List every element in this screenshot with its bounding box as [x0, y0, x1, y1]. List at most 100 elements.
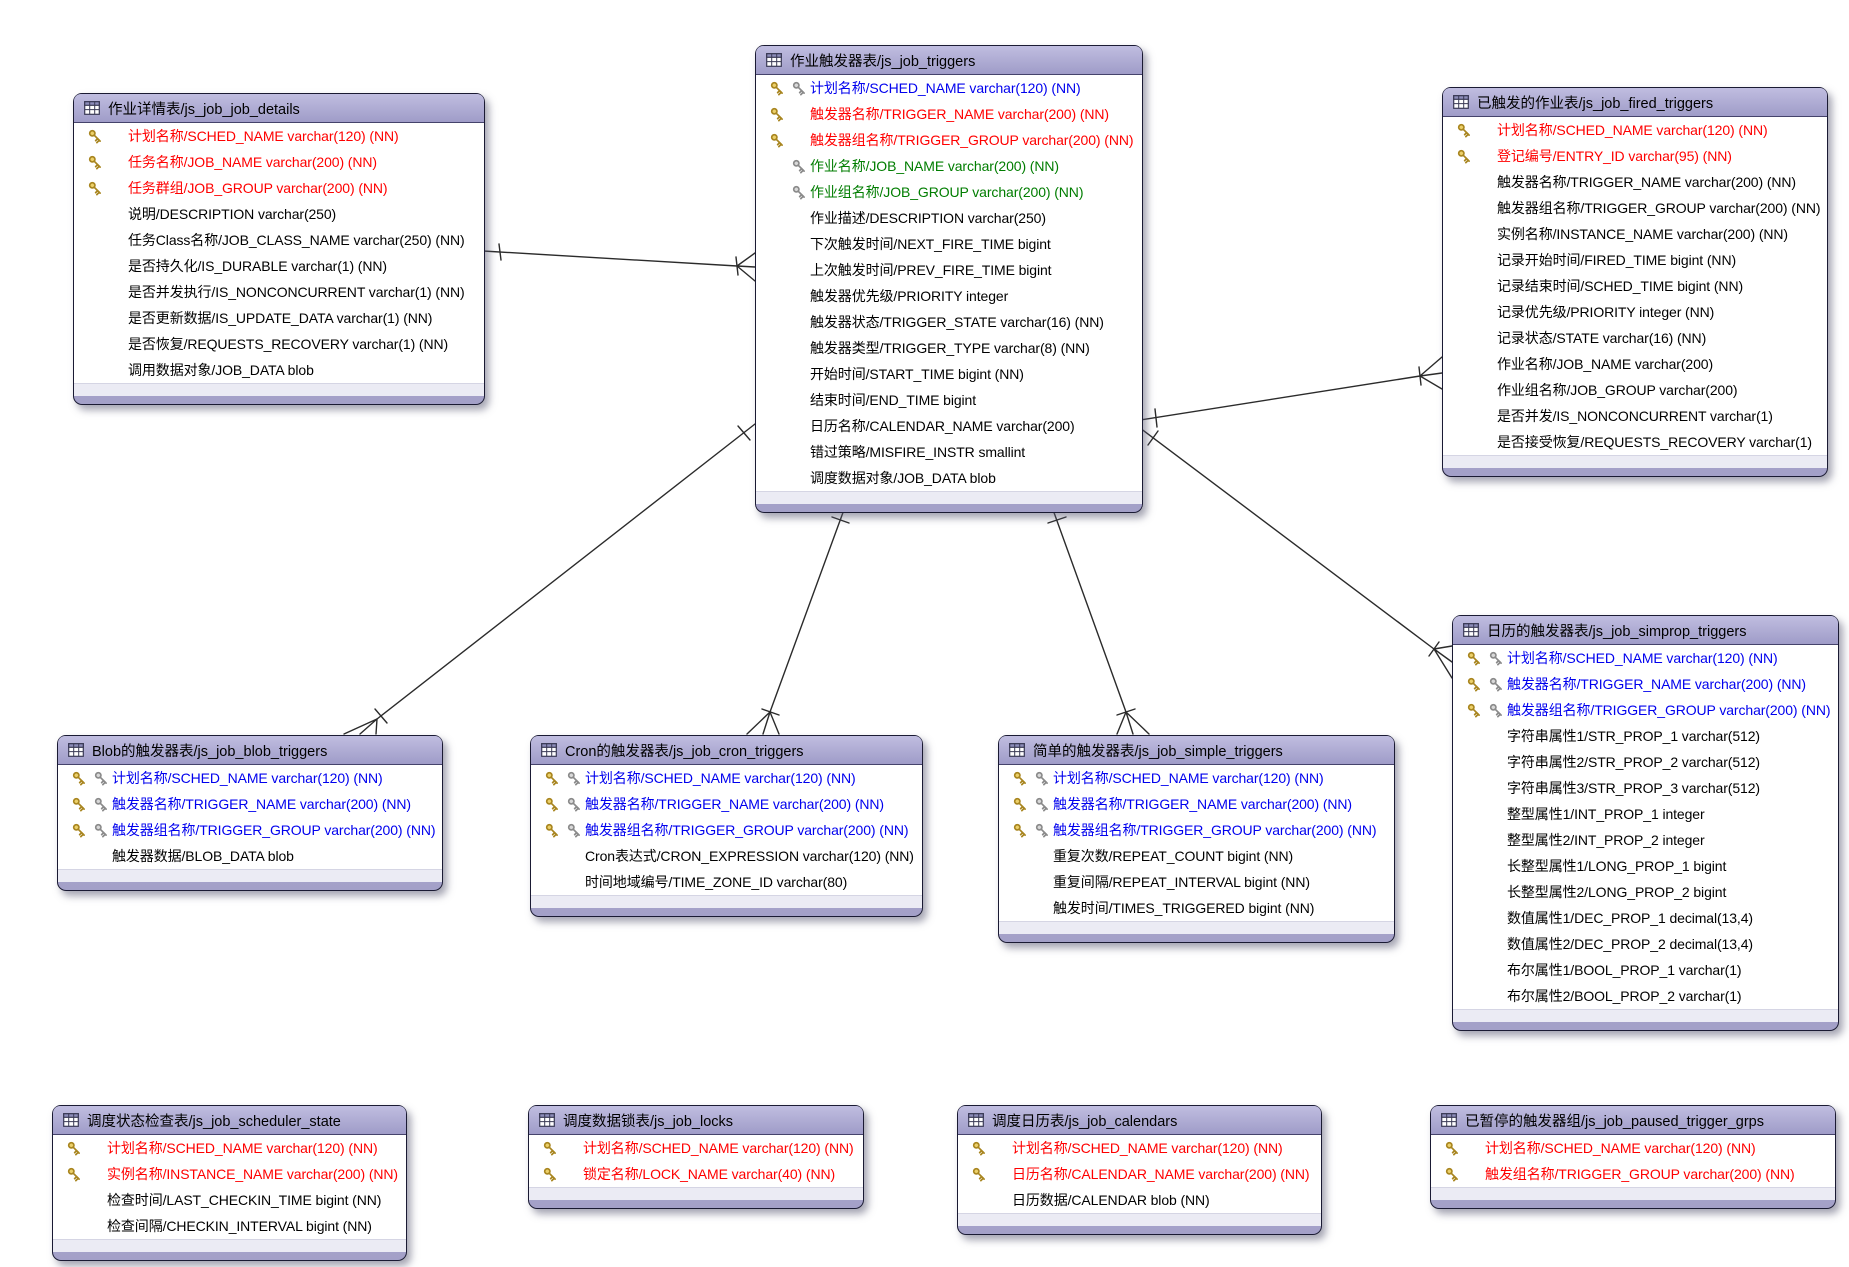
table-header[interactable]: 调度数据锁表/js_job_locks — [529, 1106, 863, 1135]
field-row[interactable]: 触发器名称/TRIGGER_NAME varchar(200) (NN) — [1443, 169, 1827, 195]
field-row[interactable]: 计划名称/SCHED_NAME varchar(120) (NN) — [74, 123, 484, 149]
field-row[interactable]: 作业描述/DESCRIPTION varchar(250) — [756, 205, 1142, 231]
field-row[interactable]: 长整型属性1/LONG_PROP_1 bigint — [1453, 853, 1838, 879]
table-header[interactable]: 已触发的作业表/js_job_fired_triggers — [1443, 88, 1827, 117]
field-row[interactable]: 任务名称/JOB_NAME varchar(200) (NN) — [74, 149, 484, 175]
field-row[interactable]: 计划名称/SCHED_NAME varchar(120) (NN) — [58, 765, 442, 791]
field-row[interactable]: 布尔属性2/BOOL_PROP_2 varchar(1) — [1453, 983, 1838, 1009]
field-row[interactable]: 调用数据对象/JOB_DATA blob — [74, 357, 484, 383]
field-row[interactable]: 是否接受恢复/REQUESTS_RECOVERY varchar(1) — [1443, 429, 1827, 455]
field-row[interactable]: 触发器状态/TRIGGER_STATE varchar(16) (NN) — [756, 309, 1142, 335]
field-row[interactable]: 任务群组/JOB_GROUP varchar(200) (NN) — [74, 175, 484, 201]
field-row[interactable]: 检查间隔/CHECKIN_INTERVAL bigint (NN) — [53, 1213, 406, 1239]
table-header[interactable]: Cron的触发器表/js_job_cron_triggers — [531, 736, 922, 765]
field-row[interactable]: 计划名称/SCHED_NAME varchar(120) (NN) — [958, 1135, 1321, 1161]
field-row[interactable]: 日历名称/CALENDAR_NAME varchar(200) (NN) — [958, 1161, 1321, 1187]
field-row[interactable]: 计划名称/SCHED_NAME varchar(120) (NN) — [999, 765, 1394, 791]
field-row[interactable]: 日历数据/CALENDAR blob (NN) — [958, 1187, 1321, 1213]
field-row[interactable]: 触发器类型/TRIGGER_TYPE varchar(8) (NN) — [756, 335, 1142, 361]
field-row[interactable]: 作业组名称/JOB_GROUP varchar(200) (NN) — [756, 179, 1142, 205]
field-row[interactable]: 触发时间/TIMES_TRIGGERED bigint (NN) — [999, 895, 1394, 921]
table-header[interactable]: 日历的触发器表/js_job_simprop_triggers — [1453, 616, 1838, 645]
table-header[interactable]: 已暂停的触发器组/js_job_paused_trigger_grps — [1431, 1106, 1835, 1135]
field-row[interactable]: 上次触发时间/PREV_FIRE_TIME bigint — [756, 257, 1142, 283]
field-row[interactable]: 触发器组名称/TRIGGER_GROUP varchar(200) (NN) — [1453, 697, 1838, 723]
field-row[interactable]: 记录结束时间/SCHED_TIME bigint (NN) — [1443, 273, 1827, 299]
field-row[interactable]: 触发器组名称/TRIGGER_GROUP varchar(200) (NN) — [1443, 195, 1827, 221]
field-row[interactable]: 数值属性2/DEC_PROP_2 decimal(13,4) — [1453, 931, 1838, 957]
field-row[interactable]: 记录开始时间/FIRED_TIME bigint (NN) — [1443, 247, 1827, 273]
field-row[interactable]: 触发器名称/TRIGGER_NAME varchar(200) (NN) — [531, 791, 922, 817]
field-row[interactable]: 是否更新数据/IS_UPDATE_DATA varchar(1) (NN) — [74, 305, 484, 331]
table-header[interactable]: 调度日历表/js_job_calendars — [958, 1106, 1321, 1135]
field-row[interactable]: 实例名称/INSTANCE_NAME varchar(200) (NN) — [1443, 221, 1827, 247]
field-row[interactable]: 计划名称/SCHED_NAME varchar(120) (NN) — [756, 75, 1142, 101]
field-row[interactable]: 触发器组名称/TRIGGER_GROUP varchar(200) (NN) — [531, 817, 922, 843]
table-header[interactable]: Blob的触发器表/js_job_blob_triggers — [58, 736, 442, 765]
table-header[interactable]: 作业触发器表/js_job_triggers — [756, 46, 1142, 75]
field-row[interactable]: 调度数据对象/JOB_DATA blob — [756, 465, 1142, 491]
field-row[interactable]: 下次触发时间/NEXT_FIRE_TIME bigint — [756, 231, 1142, 257]
field-row[interactable]: 开始时间/START_TIME bigint (NN) — [756, 361, 1142, 387]
field-row[interactable]: 说明/DESCRIPTION varchar(250) — [74, 201, 484, 227]
field-row[interactable]: 记录优先级/PRIORITY integer (NN) — [1443, 299, 1827, 325]
field-row[interactable]: 时间地域编号/TIME_ZONE_ID varchar(80) — [531, 869, 922, 895]
field-row[interactable]: Cron表达式/CRON_EXPRESSION varchar(120) (NN… — [531, 843, 922, 869]
field-row[interactable]: 触发器名称/TRIGGER_NAME varchar(200) (NN) — [58, 791, 442, 817]
field-row[interactable]: 字符串属性2/STR_PROP_2 varchar(512) — [1453, 749, 1838, 775]
field-row[interactable]: 结束时间/END_TIME bigint — [756, 387, 1142, 413]
field-row[interactable]: 实例名称/INSTANCE_NAME varchar(200) (NN) — [53, 1161, 406, 1187]
field-row[interactable]: 是否持久化/IS_DURABLE varchar(1) (NN) — [74, 253, 484, 279]
field-row[interactable]: 触发器组名称/TRIGGER_GROUP varchar(200) (NN) — [999, 817, 1394, 843]
field-row[interactable]: 数值属性1/DEC_PROP_1 decimal(13,4) — [1453, 905, 1838, 931]
field-row[interactable]: 作业组名称/JOB_GROUP varchar(200) — [1443, 377, 1827, 403]
field-row[interactable]: 触发器组名称/TRIGGER_GROUP varchar(200) (NN) — [756, 127, 1142, 153]
field-row[interactable]: 触发器数据/BLOB_DATA blob — [58, 843, 442, 869]
field-row[interactable]: 计划名称/SCHED_NAME varchar(120) (NN) — [529, 1135, 863, 1161]
table-header[interactable]: 调度状态检查表/js_job_scheduler_state — [53, 1106, 406, 1135]
field-row[interactable]: 计划名称/SCHED_NAME varchar(120) (NN) — [1431, 1135, 1835, 1161]
field-row[interactable]: 重复次数/REPEAT_COUNT bigint (NN) — [999, 843, 1394, 869]
field-row[interactable]: 计划名称/SCHED_NAME varchar(120) (NN) — [1453, 645, 1838, 671]
field-row[interactable]: 触发器名称/TRIGGER_NAME varchar(200) (NN) — [756, 101, 1142, 127]
field-row[interactable]: 作业名称/JOB_NAME varchar(200) (NN) — [756, 153, 1142, 179]
field-row[interactable]: 布尔属性1/BOOL_PROP_1 varchar(1) — [1453, 957, 1838, 983]
field-row[interactable]: 记录状态/STATE varchar(16) (NN) — [1443, 325, 1827, 351]
field-row[interactable]: 是否恢复/REQUESTS_RECOVERY varchar(1) (NN) — [74, 331, 484, 357]
field-row[interactable]: 日历名称/CALENDAR_NAME varchar(200) — [756, 413, 1142, 439]
field-row[interactable]: 触发器名称/TRIGGER_NAME varchar(200) (NN) — [1453, 671, 1838, 697]
field-row[interactable]: 锁定名称/LOCK_NAME varchar(40) (NN) — [529, 1161, 863, 1187]
field-row[interactable]: 作业名称/JOB_NAME varchar(200) — [1443, 351, 1827, 377]
field-row[interactable]: 是否并发/IS_NONCONCURRENT varchar(1) — [1443, 403, 1827, 429]
field-row[interactable]: 长整型属性2/LONG_PROP_2 bigint — [1453, 879, 1838, 905]
table-header[interactable]: 作业详情表/js_job_job_details — [74, 94, 484, 123]
field-row[interactable]: 检查时间/LAST_CHECKIN_TIME bigint (NN) — [53, 1187, 406, 1213]
field-row[interactable]: 错过策略/MISFIRE_INSTR smallint — [756, 439, 1142, 465]
field-row[interactable]: 计划名称/SCHED_NAME varchar(120) (NN) — [531, 765, 922, 791]
field-row[interactable]: 计划名称/SCHED_NAME varchar(120) (NN) — [53, 1135, 406, 1161]
field-row[interactable]: 触发器名称/TRIGGER_NAME varchar(200) (NN) — [999, 791, 1394, 817]
table-header[interactable]: 简单的触发器表/js_job_simple_triggers — [999, 736, 1394, 765]
field-row[interactable]: 整型属性1/INT_PROP_1 integer — [1453, 801, 1838, 827]
field-row[interactable]: 字符串属性3/STR_PROP_3 varchar(512) — [1453, 775, 1838, 801]
field-row[interactable]: 登记编号/ENTRY_ID varchar(95) (NN) — [1443, 143, 1827, 169]
field-row[interactable]: 重复间隔/REPEAT_INTERVAL bigint (NN) — [999, 869, 1394, 895]
field-row[interactable]: 任务Class名称/JOB_CLASS_NAME varchar(250) (N… — [74, 227, 484, 253]
field-row[interactable]: 触发器优先级/PRIORITY integer — [756, 283, 1142, 309]
field-row[interactable]: 字符串属性1/STR_PROP_1 varchar(512) — [1453, 723, 1838, 749]
field-row[interactable]: 整型属性2/INT_PROP_2 integer — [1453, 827, 1838, 853]
field-row[interactable]: 计划名称/SCHED_NAME varchar(120) (NN) — [1443, 117, 1827, 143]
field-row[interactable]: 是否并发执行/IS_NONCONCURRENT varchar(1) (NN) — [74, 279, 484, 305]
field-row[interactable]: 触发组名称/TRIGGER_GROUP varchar(200) (NN) — [1431, 1161, 1835, 1187]
